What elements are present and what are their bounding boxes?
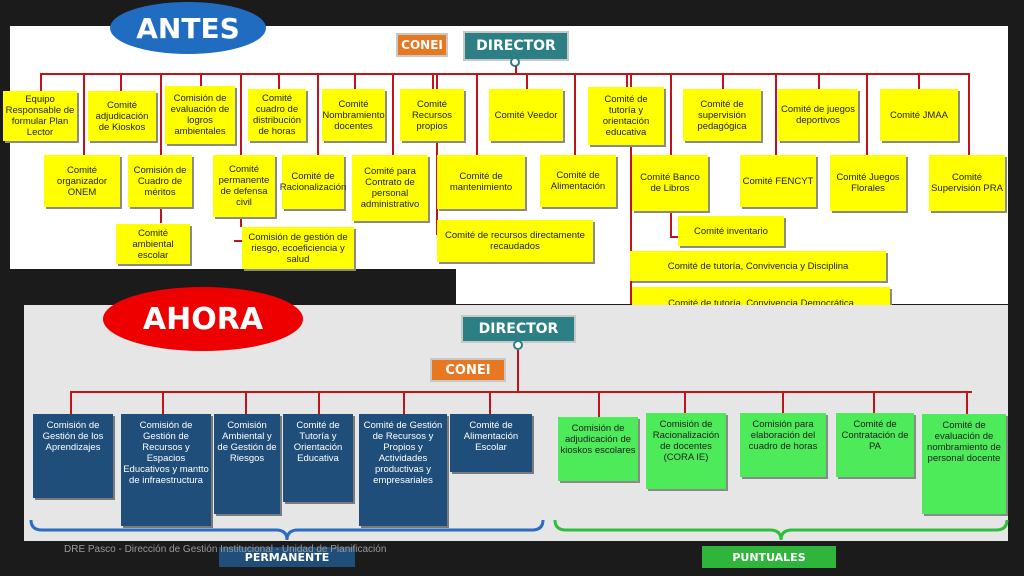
antes-connector-line (670, 211, 672, 237)
ahora-bus (70, 391, 972, 393)
ahora-item-nombramiento-docente: Comité de evaluación de nombramiento de … (922, 414, 1006, 514)
antes-connector-line (818, 73, 820, 89)
ahora-item-recursos-propios: Comité de Gestión de Recursos y Propios … (359, 414, 447, 526)
antes-item-recursos-recaudados: Comité de recursos directamente recaudad… (437, 220, 593, 262)
ahora-item-ambiental-riesgos: Comisión Ambiental y de Gestión de Riesg… (214, 414, 280, 514)
puntuales-bracket (553, 519, 1009, 541)
antes-connector-line (722, 73, 724, 89)
antes-item-banco-libros: Comité Banco de Libros (632, 155, 708, 211)
ahora-connector-line (873, 391, 875, 413)
ahora-connector-line (162, 391, 164, 415)
antes-item-juegos-florales: Comité Juegos Florales (830, 155, 906, 211)
antes-connector-line (526, 73, 528, 89)
antes-connector-line (317, 73, 319, 155)
puntuales-label: PUNTUALES (702, 546, 836, 568)
antes-item-defensa-civil: Comité permanente de defensa civil (213, 155, 275, 217)
antes-connector-line (775, 73, 777, 155)
antes-item-alimentacion: Comité de Alimentación (540, 155, 616, 207)
permanente-bracket (29, 519, 545, 541)
permanente-label: PERMANENTE (219, 547, 355, 567)
antes-connector-line (436, 73, 438, 233)
antes-item-tutoria-disciplina: Comité de tutoría, Convivencia y Discipl… (630, 251, 886, 281)
ahora-director-connector (513, 340, 523, 350)
antes-connector-line (392, 73, 394, 155)
ahora-connector-line (318, 391, 320, 415)
ahora-item-cora: Comisión de Racionalización de docentes … (646, 413, 726, 489)
antes-connector-line (240, 73, 242, 227)
ahora-item-gestion-aprendizajes: Comisión de Gestión de los Aprendizajes (33, 414, 113, 498)
ahora-connector-line (489, 391, 491, 415)
ahora-item-alimentacion-escolar: Comité de Alimentación Escolar (450, 414, 532, 472)
antes-conei-box: CONEI (396, 33, 448, 57)
footer-text: DRE Pasco - Dirección de Gestión Institu… (64, 544, 387, 555)
antes-item-cuadro-meritos: Comisión de Cuadro de méritos (128, 155, 192, 207)
antes-label: ANTES (110, 2, 266, 54)
antes-item-supervision-pra: Comité Supervisión PRA (929, 155, 1005, 211)
antes-item-racionalizacion: Comité de Racionalización (280, 155, 346, 209)
antes-item-ambiental-escolar: Comité ambiental escolar (116, 224, 190, 264)
ahora-connector-line (403, 391, 405, 415)
antes-item-contrato-administrativo: Comité para Contrato de personal adminis… (352, 155, 428, 221)
ahora-connector-line (782, 391, 784, 413)
antes-item-jmaa: Comité JMAA (880, 89, 958, 141)
antes-connector-line (354, 73, 356, 89)
ahora-connector-line (245, 391, 247, 415)
antes-item-onem: Comité organizador ONEM (44, 155, 120, 207)
antes-connector-line (866, 73, 868, 155)
ahora-connector-line (966, 391, 968, 415)
antes-item-logros-ambientales: Comisión de evaluación de logros ambient… (165, 86, 235, 144)
ahora-director-box: DIRECTOR (461, 315, 576, 343)
ahora-item-tutoria-orientacion: Comité de Tutoría y Orientación Educativ… (283, 414, 353, 502)
antes-connector-line (160, 73, 162, 223)
antes-connector-line (670, 236, 680, 238)
antes-connector-line (574, 73, 576, 155)
antes-connector-line (83, 73, 85, 155)
antes-connector-line (234, 240, 244, 242)
antes-item-cuadro-horas: Comité cuadro de distribución de horas (248, 89, 306, 141)
antes-item-gestion-riesgo: Comisión de gestión de riesgo, ecoeficie… (242, 227, 354, 269)
antes-item-tutoria-orientacion: Comité de tutoría y orientación educativ… (588, 87, 664, 145)
antes-stem (515, 66, 517, 74)
antes-connector-line (968, 73, 970, 155)
antes-connector-line (120, 73, 122, 91)
antes-item-juegos-deportivos: Comité de juegos deportivos (778, 89, 858, 141)
antes-item-nombramiento: Comité Nombramiento docentes (322, 89, 385, 141)
antes-connector-line (630, 73, 632, 303)
antes-connector-line (278, 73, 280, 89)
antes-connector-line (40, 73, 42, 91)
antes-connector-line (200, 73, 202, 87)
ahora-item-kioskos: Comisión de adjudicación de kioskos esco… (558, 417, 638, 481)
ahora-connector-line (70, 391, 72, 415)
antes-connector-line (626, 73, 628, 87)
antes-item-supervision-pedagogica: Comité de supervisión pedagógica (683, 89, 761, 141)
antes-connector-line (918, 73, 920, 89)
ahora-stem (517, 350, 519, 392)
ahora-item-contratacion-pa: Comité de Contratación de PA (836, 413, 914, 477)
antes-connector-line (432, 73, 434, 89)
antes-item-kioskos: Comité adjudicación de Kioskos (88, 91, 156, 141)
antes-bus (40, 73, 970, 75)
antes-item-mantenimiento: Comité de mantenimiento (437, 155, 525, 209)
antes-item-inventario: Comité inventario (678, 216, 784, 246)
ahora-connector-line (684, 391, 686, 413)
antes-item-fencyt: Comité FENCYT (740, 155, 816, 207)
ahora-conei-box: CONEI (430, 358, 506, 382)
ahora-label: AHORA (103, 287, 303, 351)
antes-connector-line (476, 73, 478, 155)
antes-item-veedor: Comité Veedor (489, 89, 563, 141)
antes-connector-line (670, 73, 672, 155)
antes-item-plan-lector: Equipo Responsable de formular Plan Lect… (3, 91, 77, 141)
ahora-connector-line (598, 391, 600, 417)
antes-item-recursos-propios: Comité Recursos propios (400, 89, 464, 141)
ahora-item-cuadro-horas: Comisión para elaboración del cuadro de … (740, 413, 826, 477)
ahora-item-recursos-espacios: Comisión de Gestión de Recursos y Espaci… (121, 414, 211, 526)
